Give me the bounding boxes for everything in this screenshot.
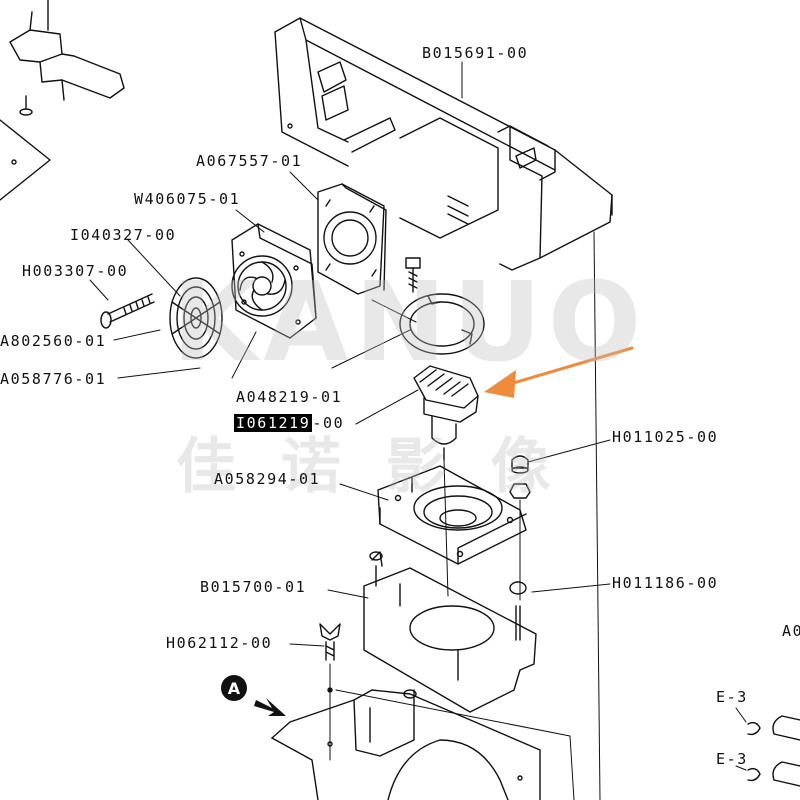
- label-a058294: A058294-01: [214, 470, 321, 488]
- cooling-fan: [231, 223, 317, 339]
- retaining-ring: [399, 293, 485, 355]
- label-b015691: B015691-00: [422, 44, 529, 62]
- label-i061219: I061219-00: [234, 414, 344, 432]
- callout-a-letter: A: [228, 679, 241, 698]
- lamp-heatsink: [413, 365, 479, 597]
- label-i040327: I040327-00: [70, 226, 177, 244]
- callout-a: A: [221, 675, 286, 716]
- label-a-ref: A0: [782, 622, 800, 640]
- label-h011186: H011186-00: [612, 574, 719, 592]
- fan-finger-guard: [169, 277, 223, 359]
- highlight-arrow: [484, 346, 634, 398]
- label-e3-bottom: E-3: [716, 750, 748, 768]
- label-b015700: B015700-01: [200, 578, 307, 596]
- cap-nut: [509, 455, 531, 601]
- label-h003307: H003307-00: [22, 262, 129, 280]
- fan-guard-frame: [317, 183, 387, 295]
- wing-screw: [319, 623, 341, 761]
- leader-lines: [89, 61, 611, 800]
- e-ring-clips: [735, 707, 800, 787]
- lamp-housing-plate: [377, 465, 527, 565]
- label-h011025: H011025-00: [612, 428, 719, 446]
- label-i061219-suffix: -00: [312, 414, 345, 432]
- label-e3-top: E-3: [716, 688, 748, 706]
- bracket-top-left: [9, 0, 125, 116]
- base-plate: [271, 689, 541, 800]
- hex-screw: [405, 257, 421, 293]
- long-screw: [100, 293, 155, 329]
- label-a048219: A048219-01: [236, 388, 343, 406]
- label-a058776: A058776-01: [0, 370, 107, 388]
- label-a067557: A067557-01: [196, 152, 303, 170]
- label-w406075: W406075-01: [134, 190, 241, 208]
- label-a802560: A802560-01: [0, 332, 107, 350]
- main-frame: [274, 17, 613, 271]
- label-h062112: H062112-00: [166, 634, 273, 652]
- label-i061219-highlight: I061219: [234, 414, 313, 432]
- plate-top-left: [0, 119, 51, 201]
- mounting-plate: [363, 551, 537, 713]
